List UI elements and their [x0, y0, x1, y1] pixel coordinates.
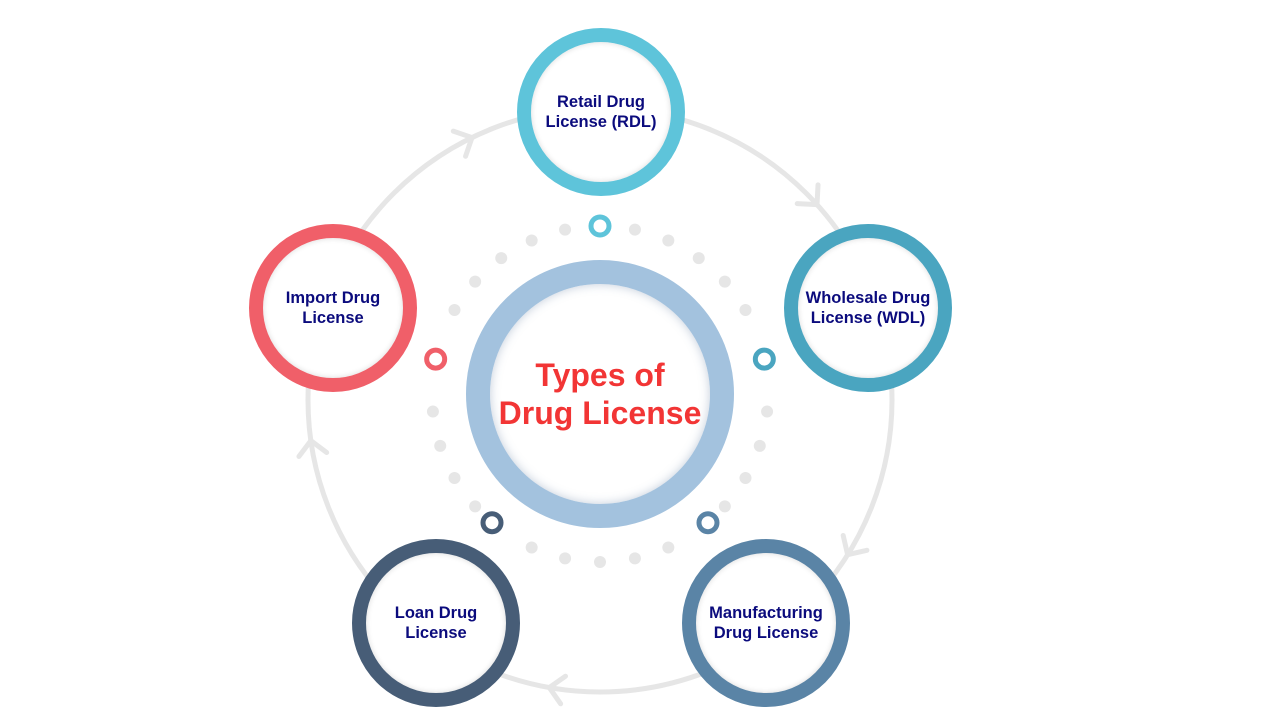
dot [469, 275, 482, 288]
marker-ring [588, 214, 612, 238]
node-label: Manufacturing Drug License [709, 604, 823, 642]
node-loan-drug-license: Loan Drug License [352, 539, 520, 707]
marker-ring [696, 511, 720, 535]
dot [662, 234, 675, 247]
dot [761, 405, 774, 418]
dot [692, 252, 705, 265]
title-line-1: Types of [535, 357, 665, 393]
node-wholesale-drug-license: Wholesale Drug License (WDL) [784, 224, 952, 392]
dot [525, 541, 538, 554]
dot [559, 552, 572, 565]
dot [469, 500, 482, 513]
dot [662, 541, 675, 554]
dot [739, 472, 752, 484]
node-import-drug-license: Import Drug License [249, 224, 417, 392]
dot [434, 439, 447, 452]
marker-ring [752, 347, 776, 371]
dot [495, 252, 508, 265]
node-label: Import Drug License [285, 289, 381, 327]
node-manufacturing-drug-license: Manufacturing Drug License [682, 539, 850, 707]
node-label: Loan Drug License [394, 604, 478, 642]
arrow-icon [450, 128, 475, 159]
arrow-icon [296, 438, 330, 459]
dot [628, 552, 641, 565]
marker-ring [424, 347, 448, 371]
dot [739, 304, 752, 316]
arrow-icon [546, 673, 569, 707]
dot [718, 275, 731, 288]
dot [448, 304, 461, 316]
dot [448, 472, 461, 484]
node-retail-drug-license: Retail Drug License (RDL) [517, 28, 685, 196]
dot [628, 223, 641, 236]
node-label: Wholesale Drug License (WDL) [805, 289, 931, 327]
dot [426, 405, 439, 418]
arrow-icon [794, 182, 821, 208]
dot [753, 439, 766, 452]
arrow-icon [840, 532, 870, 558]
dot [525, 234, 538, 247]
dot [594, 556, 606, 568]
dot [718, 500, 731, 513]
marker-ring [480, 511, 504, 535]
node-label: Retail Drug License (RDL) [545, 93, 657, 131]
title-line-2: Drug License [498, 395, 702, 431]
dot [559, 223, 572, 236]
